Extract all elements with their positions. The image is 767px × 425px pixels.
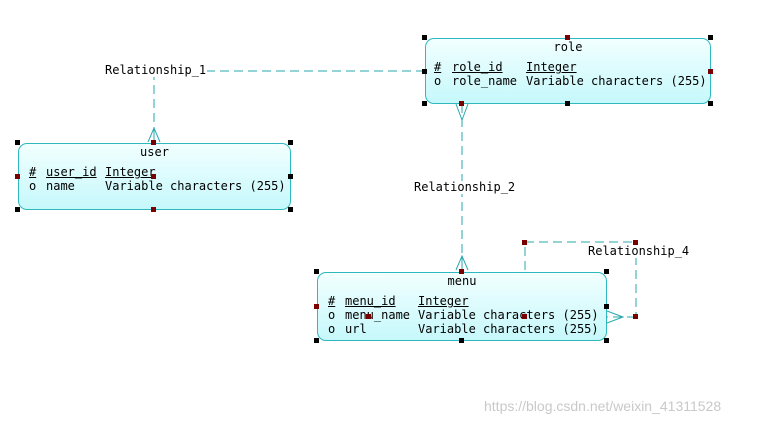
user-selection-handle[interactable] (151, 140, 156, 145)
role-selection-handle[interactable] (708, 69, 713, 74)
menu-entity[interactable]: menu # menu_id Integer o menu_name Varia… (317, 272, 607, 341)
relationship-4-label[interactable]: Relationship_4 (587, 244, 691, 258)
primary-key-marker: # (29, 165, 37, 179)
menu-selection-handle[interactable] (314, 304, 319, 309)
user-selection-handle[interactable] (288, 140, 293, 145)
user-selection-handle[interactable] (151, 207, 156, 212)
menu-selection-handle[interactable] (459, 269, 464, 274)
user-id-name: user_id (46, 165, 97, 179)
menu-selection-handle[interactable] (604, 304, 609, 309)
role-id-type: Integer (526, 60, 577, 74)
relationship-handle[interactable] (522, 240, 527, 245)
user-attribute-row: o name Variable characters (255) (27, 179, 286, 193)
menu-selection-handle[interactable] (459, 338, 464, 343)
role-attribute-row-pk: # role_id Integer (434, 60, 706, 74)
relationship-1-label[interactable]: Relationship_1 (104, 63, 208, 77)
user-selection-handle[interactable] (15, 207, 20, 212)
user-name-name: name (46, 179, 75, 193)
relationship-2-crowfoot-bottom (455, 254, 469, 271)
user-selection-handle[interactable] (15, 140, 20, 145)
user-id-type: Integer (105, 165, 156, 179)
relationship-handle[interactable] (366, 314, 371, 319)
primary-key-marker: # (328, 294, 336, 308)
relationship-handle[interactable] (522, 314, 527, 319)
relationship-handle[interactable] (633, 240, 638, 245)
user-attribute-row-pk: # user_id Integer (27, 165, 286, 179)
user-selection-handle[interactable] (288, 207, 293, 212)
optional-marker: o (29, 179, 37, 193)
menu-id-type: Integer (418, 294, 469, 308)
relationship-4-crowfoot (606, 310, 625, 324)
primary-key-marker: # (434, 60, 442, 74)
url-name: url (345, 322, 367, 336)
user-name-type: Variable characters (255) (105, 179, 286, 193)
user-selection-handle[interactable] (15, 174, 20, 179)
menu-selection-handle[interactable] (604, 338, 609, 343)
role-entity[interactable]: role # role_id Integer o role_name Varia… (425, 38, 711, 104)
optional-marker: o (434, 74, 442, 88)
role-name-name: role_name (452, 74, 518, 88)
menu-selection-handle[interactable] (314, 338, 319, 343)
relationship-2-label[interactable]: Relationship_2 (413, 180, 517, 194)
role-selection-handle[interactable] (422, 69, 427, 74)
role-selection-handle[interactable] (708, 35, 713, 40)
user-selection-handle[interactable] (288, 174, 293, 179)
role-selection-handle[interactable] (459, 101, 464, 106)
menu-attribute-row: o menu_name Variable characters (255) (326, 308, 602, 322)
menu-selection-handle[interactable] (604, 269, 609, 274)
watermark-text: https://blog.csdn.net/weixin_41311528 (484, 398, 722, 414)
url-type: Variable characters (255) (418, 322, 599, 336)
role-selection-handle[interactable] (708, 101, 713, 106)
user-title: user (140, 145, 169, 159)
role-name-type: Variable characters (255) (526, 74, 707, 88)
menu-selection-handle[interactable] (314, 269, 319, 274)
relationship-handle[interactable] (151, 174, 156, 179)
relationship-handle[interactable] (633, 314, 638, 319)
menu-id-name: menu_id (345, 294, 396, 308)
role-id-name: role_id (452, 60, 503, 74)
role-selection-handle[interactable] (422, 101, 427, 106)
role-selection-handle[interactable] (565, 35, 570, 40)
menu-name-type: Variable characters (255) (418, 308, 599, 322)
menu-attribute-row-pk: # menu_id Integer (326, 294, 602, 308)
relationship-2-crowfoot-top (455, 103, 469, 122)
role-title: role (553, 40, 583, 54)
menu-attribute-row: o url Variable characters (255) (326, 322, 602, 336)
role-attribute-row: o role_name Variable characters (255) (434, 74, 707, 88)
role-selection-handle[interactable] (422, 35, 427, 40)
optional-marker: o (328, 322, 336, 336)
relationship-1-crowfoot (147, 126, 161, 143)
optional-marker: o (328, 308, 336, 322)
menu-name-name: menu_name (345, 308, 411, 322)
menu-title: menu (447, 274, 477, 288)
role-selection-handle[interactable] (565, 101, 570, 106)
